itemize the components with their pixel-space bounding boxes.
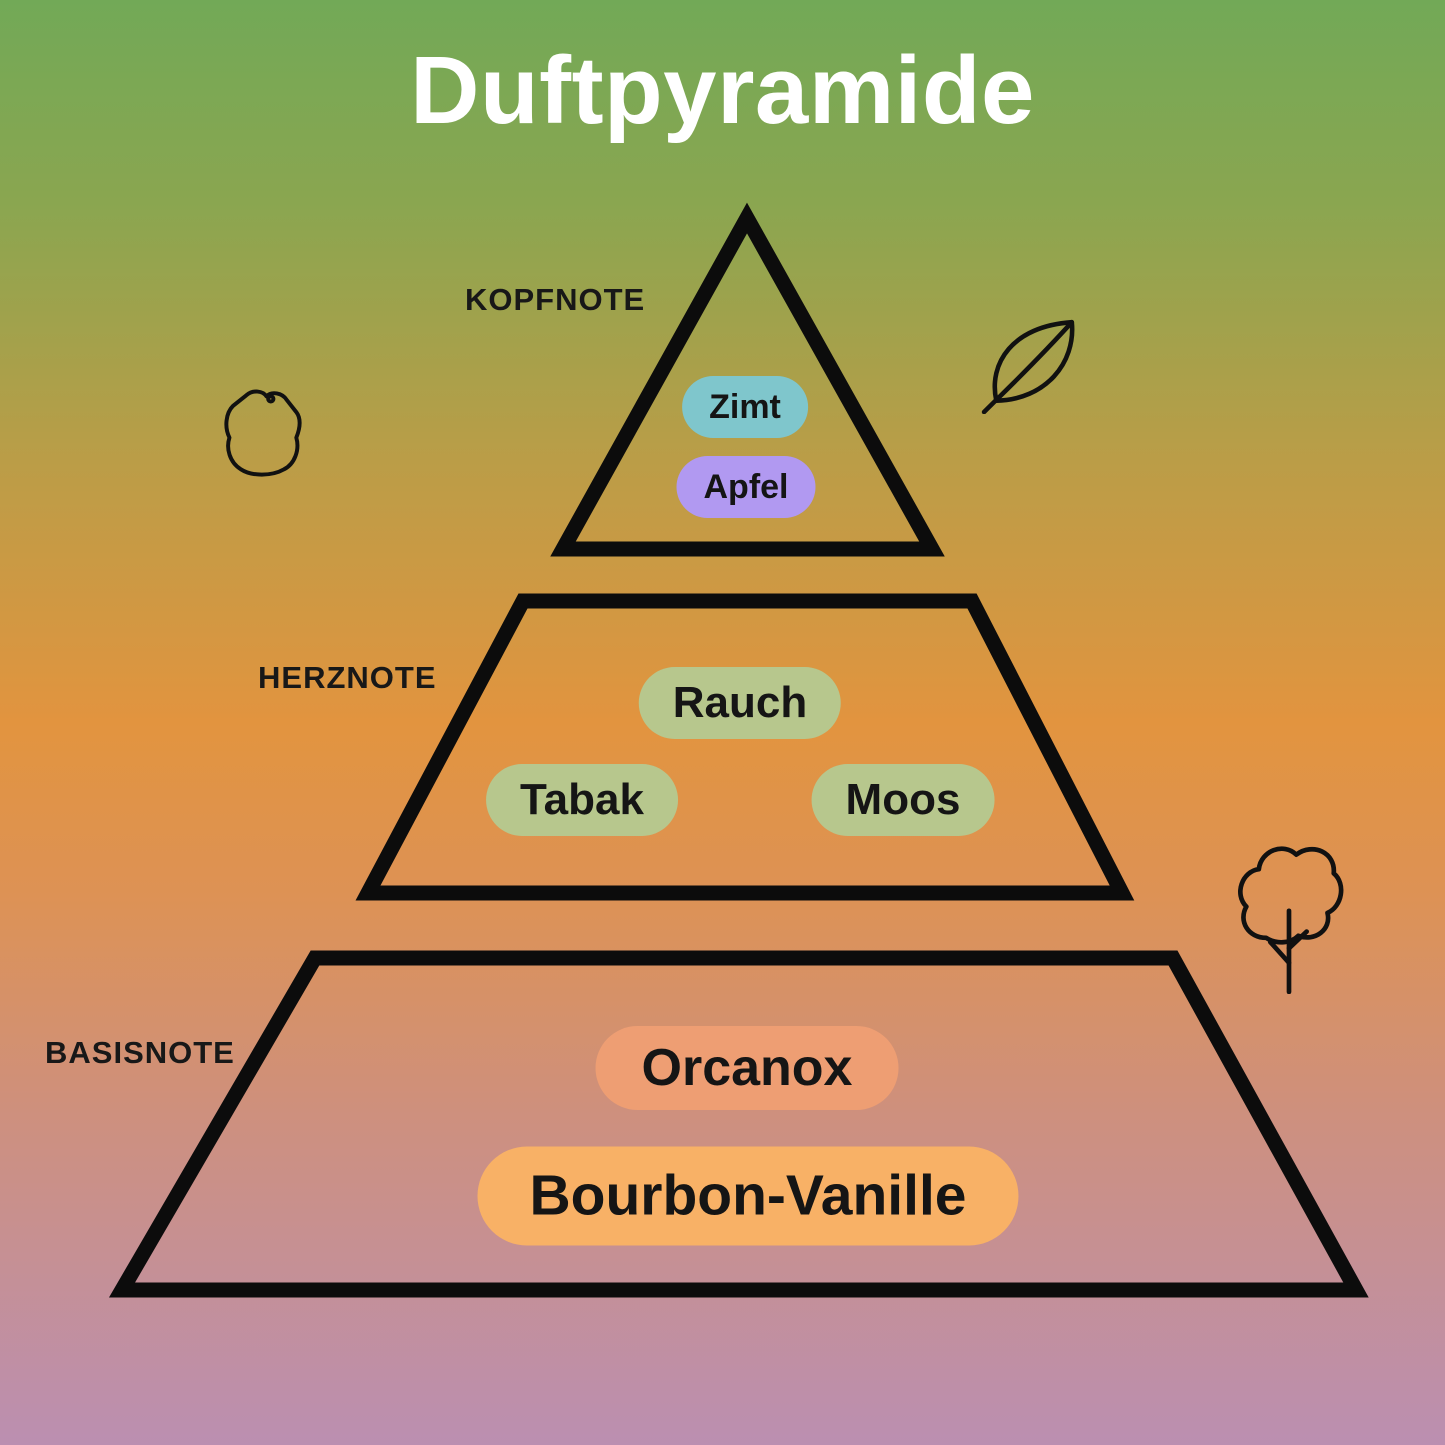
level-label-basisnote: BASISNOTE bbox=[45, 1035, 235, 1070]
leather-outline bbox=[224, 389, 302, 477]
level-label-kopfnote: KOPFNOTE bbox=[465, 282, 646, 317]
note-pill-bourbon-vanille: Bourbon-Vanille bbox=[477, 1146, 1019, 1246]
pyramid-top-outline bbox=[550, 202, 945, 557]
leather-hole bbox=[266, 394, 276, 404]
note-pill-moos: Moos bbox=[811, 764, 995, 836]
leaf-icon bbox=[981, 319, 1075, 414]
tree-branch-right bbox=[1286, 929, 1310, 951]
tree-icon bbox=[1238, 846, 1344, 994]
leather-icon bbox=[224, 389, 302, 477]
pyramid-middle-outline bbox=[355, 593, 1135, 901]
leaf-stem bbox=[981, 319, 1075, 414]
note-pill-orcanox: Orcanox bbox=[595, 1026, 899, 1110]
page-title: Duftpyramide bbox=[410, 37, 1035, 144]
level-label-herznote: HERZNOTE bbox=[258, 660, 437, 695]
note-pill-tabak: Tabak bbox=[486, 764, 678, 836]
tree-branch-left bbox=[1267, 939, 1292, 966]
note-pill-zimt: Zimt bbox=[682, 376, 808, 438]
pyramid-bottom-outline bbox=[108, 950, 1369, 1298]
note-pill-apfel: Apfel bbox=[676, 456, 816, 518]
note-pill-rauch: Rauch bbox=[638, 667, 842, 739]
